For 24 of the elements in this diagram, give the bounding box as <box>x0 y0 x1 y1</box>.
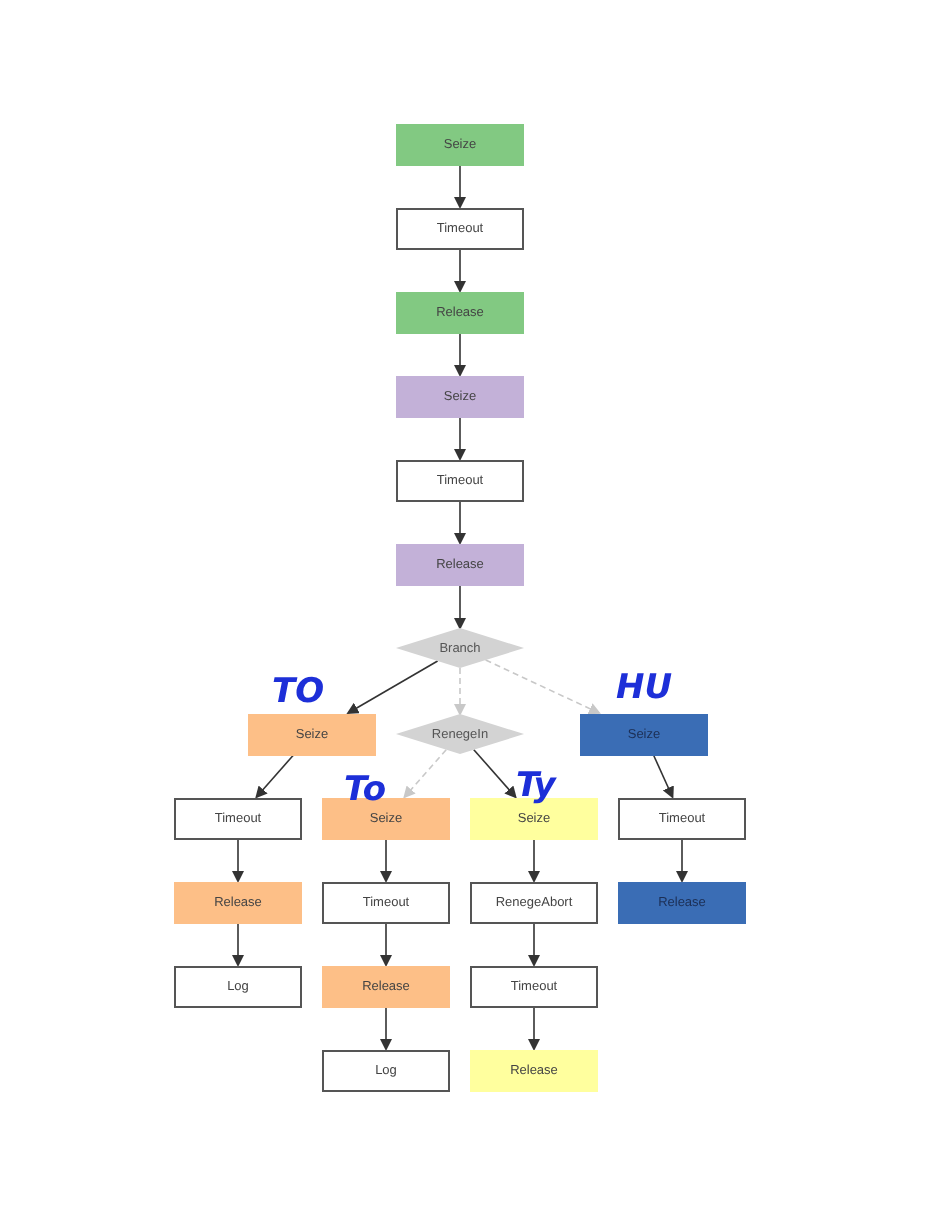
arrow <box>676 838 688 883</box>
arrow <box>528 838 540 883</box>
arrow <box>528 1006 540 1051</box>
arrow <box>484 659 601 715</box>
arrow <box>454 416 466 461</box>
arrow <box>454 164 466 209</box>
arrow <box>255 754 295 799</box>
arrow <box>454 667 466 716</box>
arrow <box>380 1006 392 1051</box>
arrow <box>454 500 466 545</box>
arrow <box>380 922 392 967</box>
arrow <box>473 748 517 799</box>
arrow <box>454 332 466 377</box>
handwritten-note: TO <box>272 676 325 710</box>
arrow <box>232 922 244 967</box>
arrow <box>528 922 540 967</box>
arrow <box>454 248 466 293</box>
arrow <box>652 754 674 799</box>
arrow <box>454 584 466 630</box>
handwritten-note: HU <box>616 672 673 706</box>
arrow <box>232 838 244 883</box>
arrow <box>380 838 392 883</box>
arrow <box>403 748 447 799</box>
arrow <box>346 660 439 714</box>
